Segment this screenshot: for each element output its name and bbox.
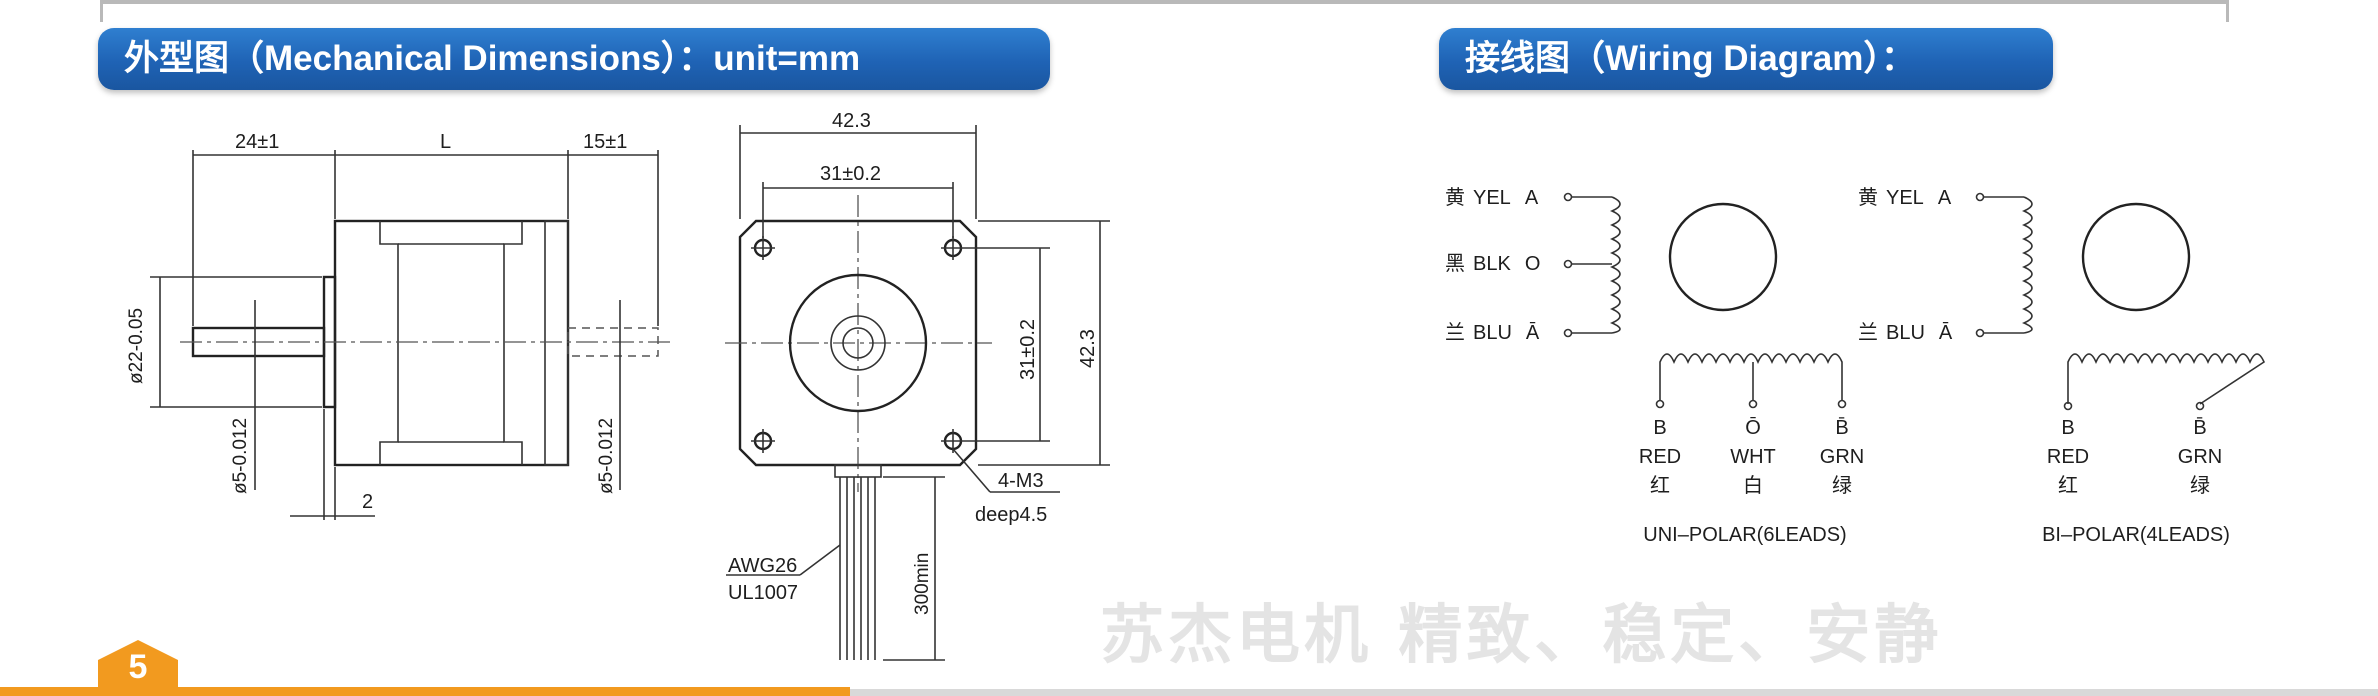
unipolar-bbar-phase: B̄ — [1835, 416, 1848, 439]
bipolar-bbar-color: GRN — [2178, 446, 2222, 468]
unipolar-o-cn: 白 — [1743, 474, 1763, 497]
unipolar-b-cn: 红 — [1650, 474, 1670, 497]
unipolar-caption: UNI–POLAR(6LEADS) — [1643, 524, 1846, 546]
dim-body-length: L — [440, 131, 451, 153]
top-rule-right-tick — [2226, 0, 2229, 22]
top-rule — [100, 0, 2228, 4]
unipolar-coil-b — [1659, 353, 1843, 400]
bottom-gray-bar — [850, 689, 2378, 696]
stator-right — [503, 221, 523, 465]
motor-face — [738, 219, 978, 467]
bottom-accent-bar — [0, 687, 850, 696]
unipolar-bbar-color: GRN — [1820, 446, 1864, 468]
bipolar-coil-b — [2067, 353, 2266, 405]
unipolar-coil-a — [1610, 196, 1621, 334]
lead-wires — [839, 477, 876, 660]
bipolar-bbar-phase: B̄ — [2193, 416, 2206, 439]
dim-hole-spacing-v: 31±0.2 — [1017, 319, 1039, 380]
bipolar-rotor — [2081, 202, 2191, 312]
boss-outer — [788, 273, 928, 413]
dim-rear-length: 15±1 — [583, 131, 627, 153]
dim-shaft-length: 24±1 — [235, 131, 279, 153]
stator-left — [379, 221, 399, 465]
leader-line — [799, 544, 841, 576]
dim-lead-length: 300min — [912, 553, 933, 615]
bipolar-bbar-cn: 绿 — [2190, 474, 2210, 497]
bipolar-bottom-terminals — [2063, 401, 2205, 411]
mechanical-dimensions-header: 外型图（Mechanical Dimensions）：unit=mm — [98, 28, 1050, 90]
unipolar-bbar-cn: 绿 — [1832, 474, 1852, 497]
bipolar-coil-a — [2022, 196, 2033, 334]
unipolar-b-color: RED — [1639, 446, 1681, 468]
unipolar-rotor — [1668, 202, 1778, 312]
company-watermark: 苏杰电机 精致、稳定、安静 — [1100, 599, 1943, 673]
front-view: 42.3 31±0.2 31±0.2 42.3 300min — [725, 110, 1110, 661]
lead-exit — [834, 464, 882, 478]
dim-width: 42.3 — [832, 110, 871, 132]
wiring-diagram-header: 接线图（Wiring Diagram）： — [1439, 28, 2053, 90]
unipolar-left-terminals — [1563, 192, 1612, 338]
unipolar-o-phase: Ō — [1745, 416, 1761, 439]
shaft-circle — [842, 327, 874, 359]
dim-hole-spacing-h: 31±0.2 — [820, 163, 881, 185]
dim-shaft-dia-rear: ø5-0.012 — [596, 418, 617, 494]
screw-depth-label: deep4.5 — [975, 504, 1047, 526]
side-view: 24±1 L 15±1 ø22-0.05 ø5-0.012 ø5-0.012 2 — [126, 131, 670, 520]
bipolar-caption: BI–POLAR(4LEADS) — [2042, 524, 2230, 546]
unipolar-o-color: WHT — [1730, 446, 1776, 468]
leader-line — [952, 448, 991, 493]
motor-body-side — [333, 219, 570, 467]
bipolar-b-cn: 红 — [2058, 474, 2078, 497]
bearing-ring — [830, 315, 886, 371]
dim-shaft-dia-front: ø5-0.012 — [230, 418, 251, 494]
wire-gauge-label: AWG26 — [728, 555, 797, 577]
bipolar-left-terminals — [1975, 192, 2024, 338]
rear-cap — [544, 220, 569, 466]
unipolar-bottom-terminals — [1655, 399, 1847, 409]
screw-holes-label: 4-M3 — [998, 470, 1044, 492]
unipolar-b-phase: B — [1653, 417, 1666, 439]
top-rule-left-tick — [100, 0, 103, 22]
bipolar-b-phase: B — [2061, 417, 2074, 439]
wire-spec-label: UL1007 — [728, 582, 798, 604]
dim-height: 42.3 — [1077, 329, 1099, 368]
dim-boss-depth: 2 — [362, 491, 373, 513]
dim-boss-diameter: ø22-0.05 — [126, 308, 147, 384]
screw-hole-crosses — [751, 236, 965, 453]
bipolar-b-color: RED — [2047, 446, 2089, 468]
